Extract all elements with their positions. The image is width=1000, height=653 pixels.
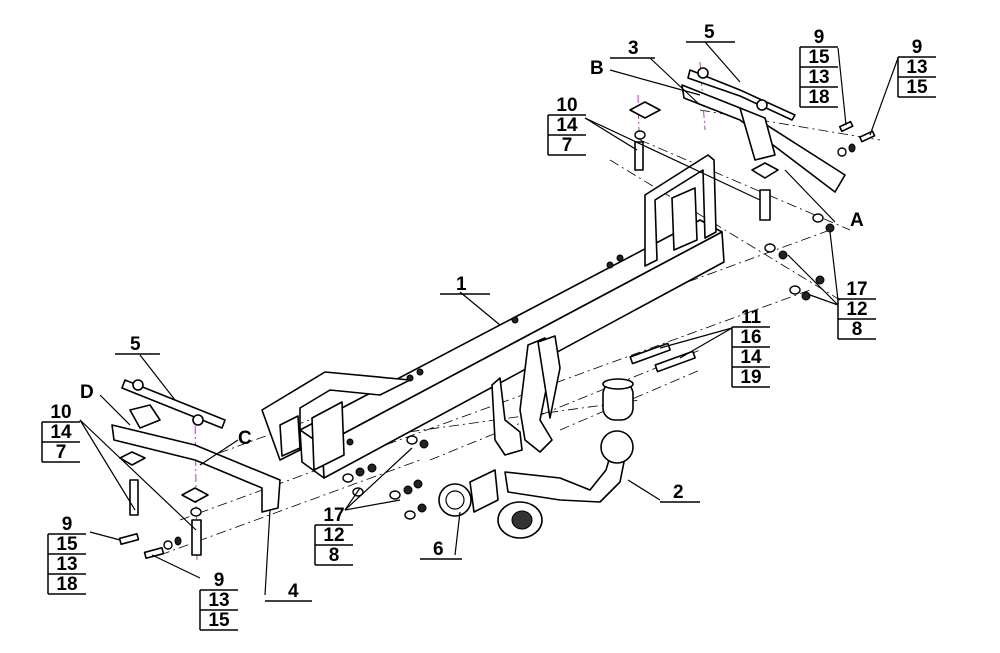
callout-number: 14 — [740, 347, 762, 368]
label-part-6: 6 — [433, 539, 444, 560]
label-part-4: 4 — [288, 581, 299, 602]
callout-number: 17 — [846, 279, 867, 300]
callout-number: 18 — [56, 574, 77, 595]
callout-number: 15 — [56, 534, 78, 555]
bottom-middle-fasteners — [342, 435, 429, 520]
label-part-2: 2 — [673, 482, 684, 503]
callout-number: 9 — [814, 27, 825, 48]
callout-number: 9 — [62, 514, 73, 535]
drop-bracket — [491, 335, 561, 456]
callout-number: 10 — [50, 402, 71, 423]
callout-number: 12 — [323, 525, 344, 546]
callout-number: 18 — [808, 87, 829, 108]
callout-number: 14 — [556, 115, 578, 136]
callout-number: 8 — [329, 545, 340, 566]
main-cross-bar — [261, 154, 725, 479]
ball-neck — [504, 378, 634, 503]
leader-lines — [79, 41, 899, 596]
callout-number: 19 — [740, 367, 761, 388]
callout-number: 11 — [741, 307, 762, 328]
callout-number: 15 — [906, 77, 928, 98]
callout-number: 14 — [50, 422, 72, 443]
callout-number: 13 — [808, 67, 829, 88]
callout-number: 10 — [556, 95, 577, 116]
label-part-5-top: 5 — [704, 22, 715, 43]
left-bracket-assembly — [111, 379, 281, 560]
electric-socket — [438, 469, 543, 539]
part-labels: 1 2 3 4 5 5 6 A B C D — [80, 22, 864, 602]
callout-number: 13 — [906, 57, 927, 78]
label-point-c: C — [238, 428, 252, 449]
label-part-1: 1 — [456, 274, 467, 295]
callout-tables: 9151318913151014717128111614191014791513… — [41, 27, 936, 631]
callout-number: 7 — [562, 135, 573, 156]
callout-number: 9 — [214, 570, 225, 591]
callout-number: 15 — [208, 610, 230, 631]
label-point-b: B — [590, 58, 604, 79]
label-point-a: A — [850, 210, 864, 231]
callout-number: 17 — [323, 505, 344, 526]
callout-number: 7 — [56, 442, 67, 463]
callout-number: 16 — [740, 327, 761, 348]
callout-number: 13 — [208, 590, 229, 611]
callout-number: 15 — [808, 47, 830, 68]
callout-number: 8 — [852, 319, 863, 340]
label-part-3: 3 — [628, 38, 639, 59]
label-part-5-left: 5 — [130, 334, 141, 355]
right-bracket-assembly — [629, 67, 876, 233]
callout-number: 12 — [846, 299, 867, 320]
callout-number: 9 — [912, 37, 923, 58]
middle-right-fasteners — [764, 243, 825, 301]
label-point-d: D — [80, 382, 94, 403]
callout-number: 13 — [56, 554, 77, 575]
